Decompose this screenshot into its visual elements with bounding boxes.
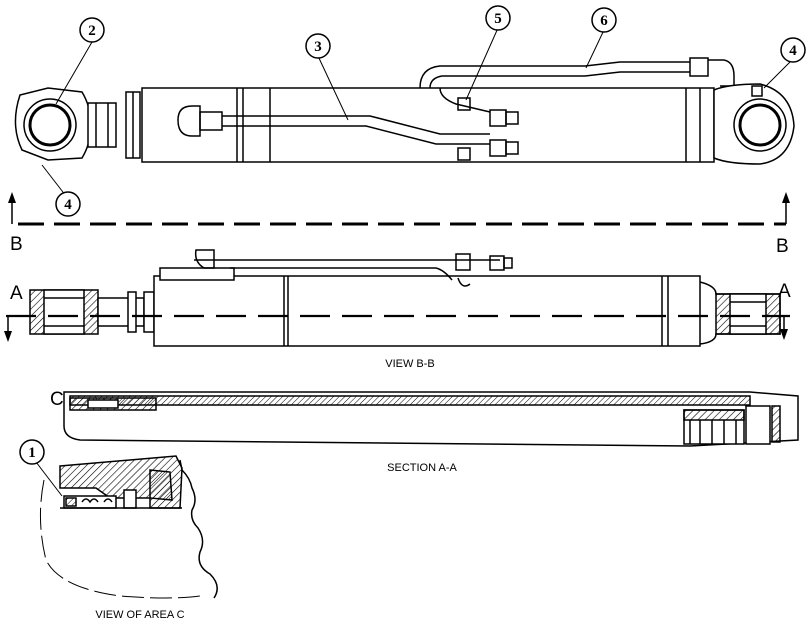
svg-text:4: 4	[789, 43, 797, 59]
section-aa-drawing	[63, 391, 799, 447]
caption-view-bb: VIEW B-B	[385, 358, 435, 370]
section-mark-b-right: B	[776, 236, 789, 257]
callout-6: 6	[591, 7, 617, 33]
section-mark-b-left: B	[10, 234, 23, 255]
svg-text:5: 5	[494, 11, 502, 27]
section-line-aa	[4, 314, 790, 342]
callout-4-left: 4	[55, 191, 81, 217]
view-bb-drawing	[29, 249, 781, 347]
cylinder-top-view	[14, 57, 795, 165]
callout-5: 5	[485, 5, 511, 31]
svg-text:3: 3	[314, 39, 322, 55]
section-mark-a-left: A	[10, 283, 23, 304]
svg-text:6: 6	[600, 13, 608, 29]
detail-area-c-drawing	[39, 455, 218, 599]
callout-4-right: 4	[780, 37, 806, 63]
caption-view-area-c: VIEW OF AREA C	[95, 609, 184, 621]
svg-text:1: 1	[28, 445, 36, 461]
callout-1: 1	[19, 439, 45, 465]
section-mark-a-right: A	[778, 281, 791, 302]
callout-leaders	[35, 27, 793, 497]
caption-section-aa: SECTION A-A	[387, 462, 457, 474]
svg-text:2: 2	[88, 23, 96, 39]
section-line-bb	[8, 192, 790, 226]
callout-2: 2	[79, 17, 105, 43]
callout-3: 3	[305, 33, 331, 59]
section-mark-c: C	[50, 389, 64, 410]
svg-text:4: 4	[64, 197, 72, 213]
